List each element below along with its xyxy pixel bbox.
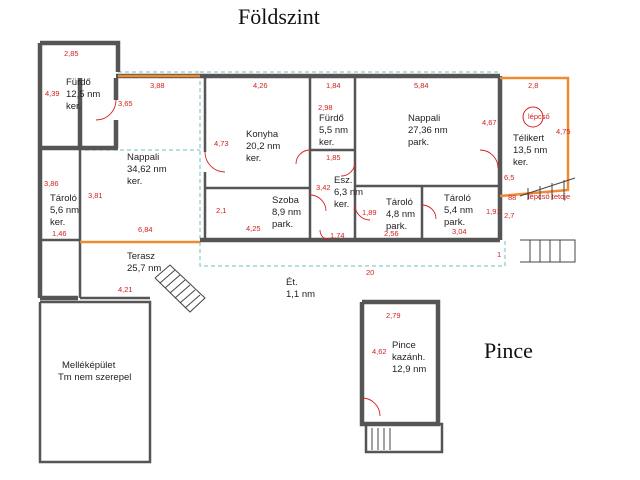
telikert-name: Télikert bbox=[513, 133, 545, 144]
furdo1-area: 12,5 nm bbox=[66, 89, 100, 100]
dim-label: 1,85 bbox=[326, 153, 341, 162]
taro2-floor: park. bbox=[386, 221, 407, 232]
dim-label: 2,85 bbox=[64, 49, 79, 58]
dim-label: 1,74 bbox=[330, 231, 345, 240]
et-name: Ét. bbox=[286, 277, 298, 288]
stairs bbox=[154, 177, 576, 450]
outbuilding-note: Tm nem szerepel bbox=[58, 372, 131, 383]
nappali1-name: Nappali bbox=[127, 152, 159, 163]
furdo1-floor: ker. bbox=[66, 101, 81, 112]
eszak-floor: ker. bbox=[334, 199, 349, 210]
szoba-area: 8,9 nm bbox=[272, 207, 301, 218]
orange-walls bbox=[80, 74, 570, 244]
konyha-floor: ker. bbox=[246, 153, 261, 164]
dim-label: 3,86 bbox=[44, 179, 59, 188]
terasz-name: Terasz bbox=[127, 251, 155, 262]
dim-label: 3,04 bbox=[452, 227, 467, 236]
dim-label: 4,26 bbox=[253, 81, 268, 90]
dim-label: 3,42 bbox=[316, 183, 331, 192]
taro2-name: Tároló bbox=[386, 197, 413, 208]
dim-label: 1,46 bbox=[52, 229, 67, 238]
room-labels: Fürdő 12,5 nm ker. Nappali 34,62 nm ker.… bbox=[50, 77, 547, 383]
furdo2-area: 5,5 nm bbox=[319, 125, 348, 136]
dashed-outline bbox=[85, 71, 506, 267]
taro3-area: 5,4 nm bbox=[444, 205, 473, 216]
dim-label: 1 bbox=[497, 250, 501, 259]
dim-label: 1,89 bbox=[362, 208, 377, 217]
dim-label: 4,21 bbox=[118, 285, 133, 294]
dim-label: 4,75 bbox=[556, 127, 571, 136]
dim-label: 4,39 bbox=[45, 89, 60, 98]
pince-sub: kazánh. bbox=[392, 352, 425, 363]
nappali1-area: 34,62 nm bbox=[127, 164, 167, 175]
dim-label: 4,62 bbox=[372, 347, 387, 356]
dim-label: 2,7 bbox=[504, 211, 514, 220]
pince-area: 12,9 nm bbox=[392, 364, 426, 375]
dim-label: 2,98 bbox=[318, 103, 333, 112]
eszak-name: Esz. bbox=[334, 175, 352, 186]
telikert-floor: ker. bbox=[513, 157, 528, 168]
dim-label: 4,25 bbox=[246, 224, 261, 233]
nappali2-floor: park. bbox=[408, 137, 429, 148]
taro3-name: Tároló bbox=[444, 193, 471, 204]
dim-label: 2,56 bbox=[384, 229, 399, 238]
basement-title: Pince bbox=[484, 338, 533, 363]
dim-label: 2,1 bbox=[216, 206, 226, 215]
ground-floor-title: Földszint bbox=[238, 4, 320, 29]
konyha-area: 20,2 nm bbox=[246, 141, 280, 152]
taro1-area: 5,6 nm bbox=[50, 205, 79, 216]
furdo2-floor: ker. bbox=[319, 137, 334, 148]
furdo2-name: Fürdő bbox=[319, 113, 344, 124]
taro1-floor: ker. bbox=[50, 217, 65, 228]
et-area: 1,1 nm bbox=[286, 289, 315, 300]
dim-label: 6,5 bbox=[504, 173, 514, 182]
eszak-area: 6,3 nm bbox=[334, 187, 363, 198]
nappali1-floor: ker. bbox=[127, 176, 142, 187]
konyha-name: Konyha bbox=[246, 129, 279, 140]
doors bbox=[95, 99, 499, 417]
dim-label: 5,84 bbox=[414, 81, 429, 90]
lepcso-symbol: lépcső bbox=[522, 106, 550, 128]
dim-label: 3,88 bbox=[150, 81, 165, 90]
nappali2-name: Nappali bbox=[408, 113, 440, 124]
dim-label: 2,8 bbox=[528, 81, 538, 90]
taro3-floor: park. bbox=[444, 217, 465, 228]
dim-label: 1,84 bbox=[326, 81, 341, 90]
taro1-name: Tároló bbox=[50, 193, 77, 204]
walls bbox=[37, 40, 503, 301]
dim-label: 6,84 bbox=[138, 225, 153, 234]
dim-label: 4,73 bbox=[214, 139, 229, 148]
dim-label: 2,79 bbox=[386, 311, 401, 320]
pince-name: Pince bbox=[392, 340, 416, 351]
basement-block bbox=[359, 299, 444, 454]
dim-label: 20 bbox=[366, 268, 374, 277]
dim-label: 3,65 bbox=[118, 99, 133, 108]
dimension-labels: 2,85 4,39 3,65 3,88 4,26 1,84 5,84 2,8 2… bbox=[44, 49, 571, 356]
dim-label: 1,91 bbox=[486, 207, 501, 216]
szoba-floor: park. bbox=[272, 219, 293, 230]
outbuilding bbox=[38, 296, 152, 464]
dim-label: 88 bbox=[508, 193, 516, 202]
terasz-area: 25,7 nm bbox=[127, 263, 161, 274]
furdo1-name: Fürdő bbox=[66, 77, 91, 88]
lepcso-label: lépcső bbox=[528, 112, 550, 121]
dim-label: 4,67 bbox=[482, 118, 497, 127]
dim-label: 3,81 bbox=[88, 191, 103, 200]
lepcso-tag: lépcső tetoje bbox=[528, 192, 570, 201]
szoba-name: Szoba bbox=[272, 195, 300, 206]
nappali2-area: 27,36 nm bbox=[408, 125, 448, 136]
taro2-area: 4,8 nm bbox=[386, 209, 415, 220]
outbuilding-name: Melléképület bbox=[62, 360, 116, 371]
telikert-area: 13,5 nm bbox=[513, 145, 547, 156]
